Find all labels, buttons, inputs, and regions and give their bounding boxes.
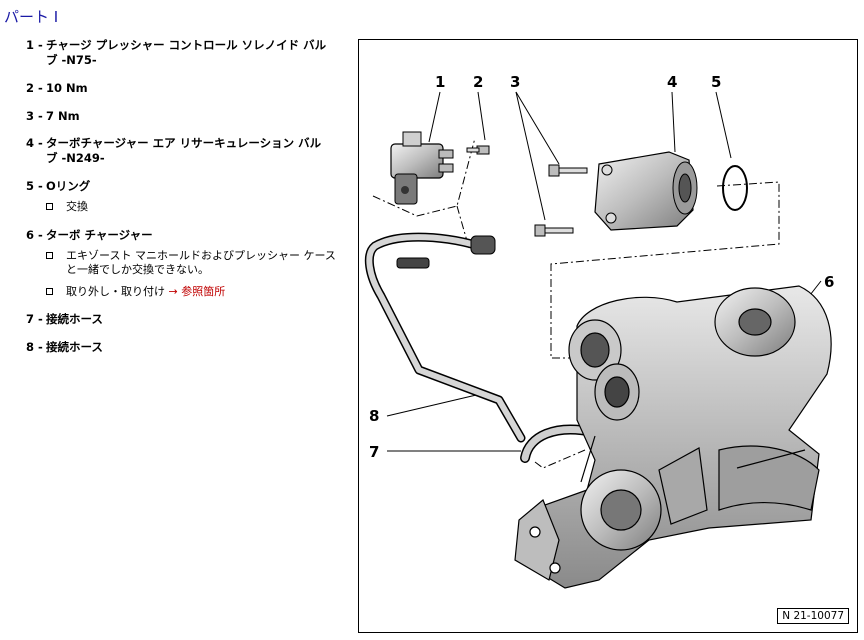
part-number: 4 - [26, 136, 43, 150]
turbocharger-illustration: 1 2 3 4 5 6 7 8 [364, 73, 834, 589]
part-name: Oリング [46, 179, 91, 193]
part-number: 1 - [26, 38, 43, 52]
note-text: 取り外し・取り付け → 参照箇所 [66, 285, 346, 299]
callout-1: 1 [435, 73, 445, 91]
callout-6: 6 [824, 273, 834, 291]
turbocharger-assembly [514, 285, 832, 589]
o-ring [722, 165, 748, 211]
part-number: 2 - [26, 81, 43, 95]
callout-8: 8 [369, 407, 379, 425]
callout-3: 3 [510, 73, 520, 91]
bullet-square-icon [46, 288, 53, 295]
part-name: 接続ホース [46, 312, 103, 326]
callout-5: 5 [711, 73, 721, 91]
part-name: ターボ チャージャー [46, 228, 153, 242]
bullet-square-icon [46, 203, 53, 210]
part-name: 7 Nm [46, 109, 80, 123]
bullet-square-icon [46, 252, 53, 259]
callout-7: 7 [369, 443, 379, 461]
link-arrow-icon: → [168, 285, 178, 298]
part-number: 7 - [26, 312, 43, 326]
page-heading: パート I [4, 8, 59, 26]
part-number: 5 - [26, 179, 43, 193]
note-prefix: 取り外し・取り付け [66, 285, 165, 298]
part-number: 8 - [26, 340, 43, 354]
callout-4: 4 [667, 73, 677, 91]
bolts-7nm [534, 164, 588, 237]
part-name: チャージ プレッシャー コントロール ソレノイド バル ブ -N75- [46, 38, 327, 67]
part-name: 10 Nm [46, 81, 88, 95]
exploded-view-figure: 1 2 3 4 5 6 7 8 [358, 39, 858, 633]
callout-2: 2 [473, 73, 483, 91]
part-number: 3 - [26, 109, 43, 123]
leader-lines [386, 91, 822, 452]
reference-link[interactable]: 参照箇所 [181, 285, 226, 298]
part-number: 6 - [26, 228, 43, 242]
callout-labels: 1 2 3 4 5 6 7 8 [369, 73, 834, 461]
figure-id-label: N 21-10077 [777, 608, 849, 624]
recirculation-valve-n249 [594, 151, 698, 231]
part-name: 接続ホース [46, 340, 103, 354]
note-text: エキゾースト マニホールドおよびプレッシャー ケース と一緒でしか交換できない。 [66, 249, 336, 276]
note-text: 交換 [66, 200, 88, 213]
connecting-hose-8 [364, 232, 526, 443]
part-name: ターボチャージャー エア リサーキュレーション バル ブ -N249- [46, 136, 322, 165]
solenoid-valve-n75 [390, 131, 454, 205]
bolt-10nm [466, 145, 490, 155]
